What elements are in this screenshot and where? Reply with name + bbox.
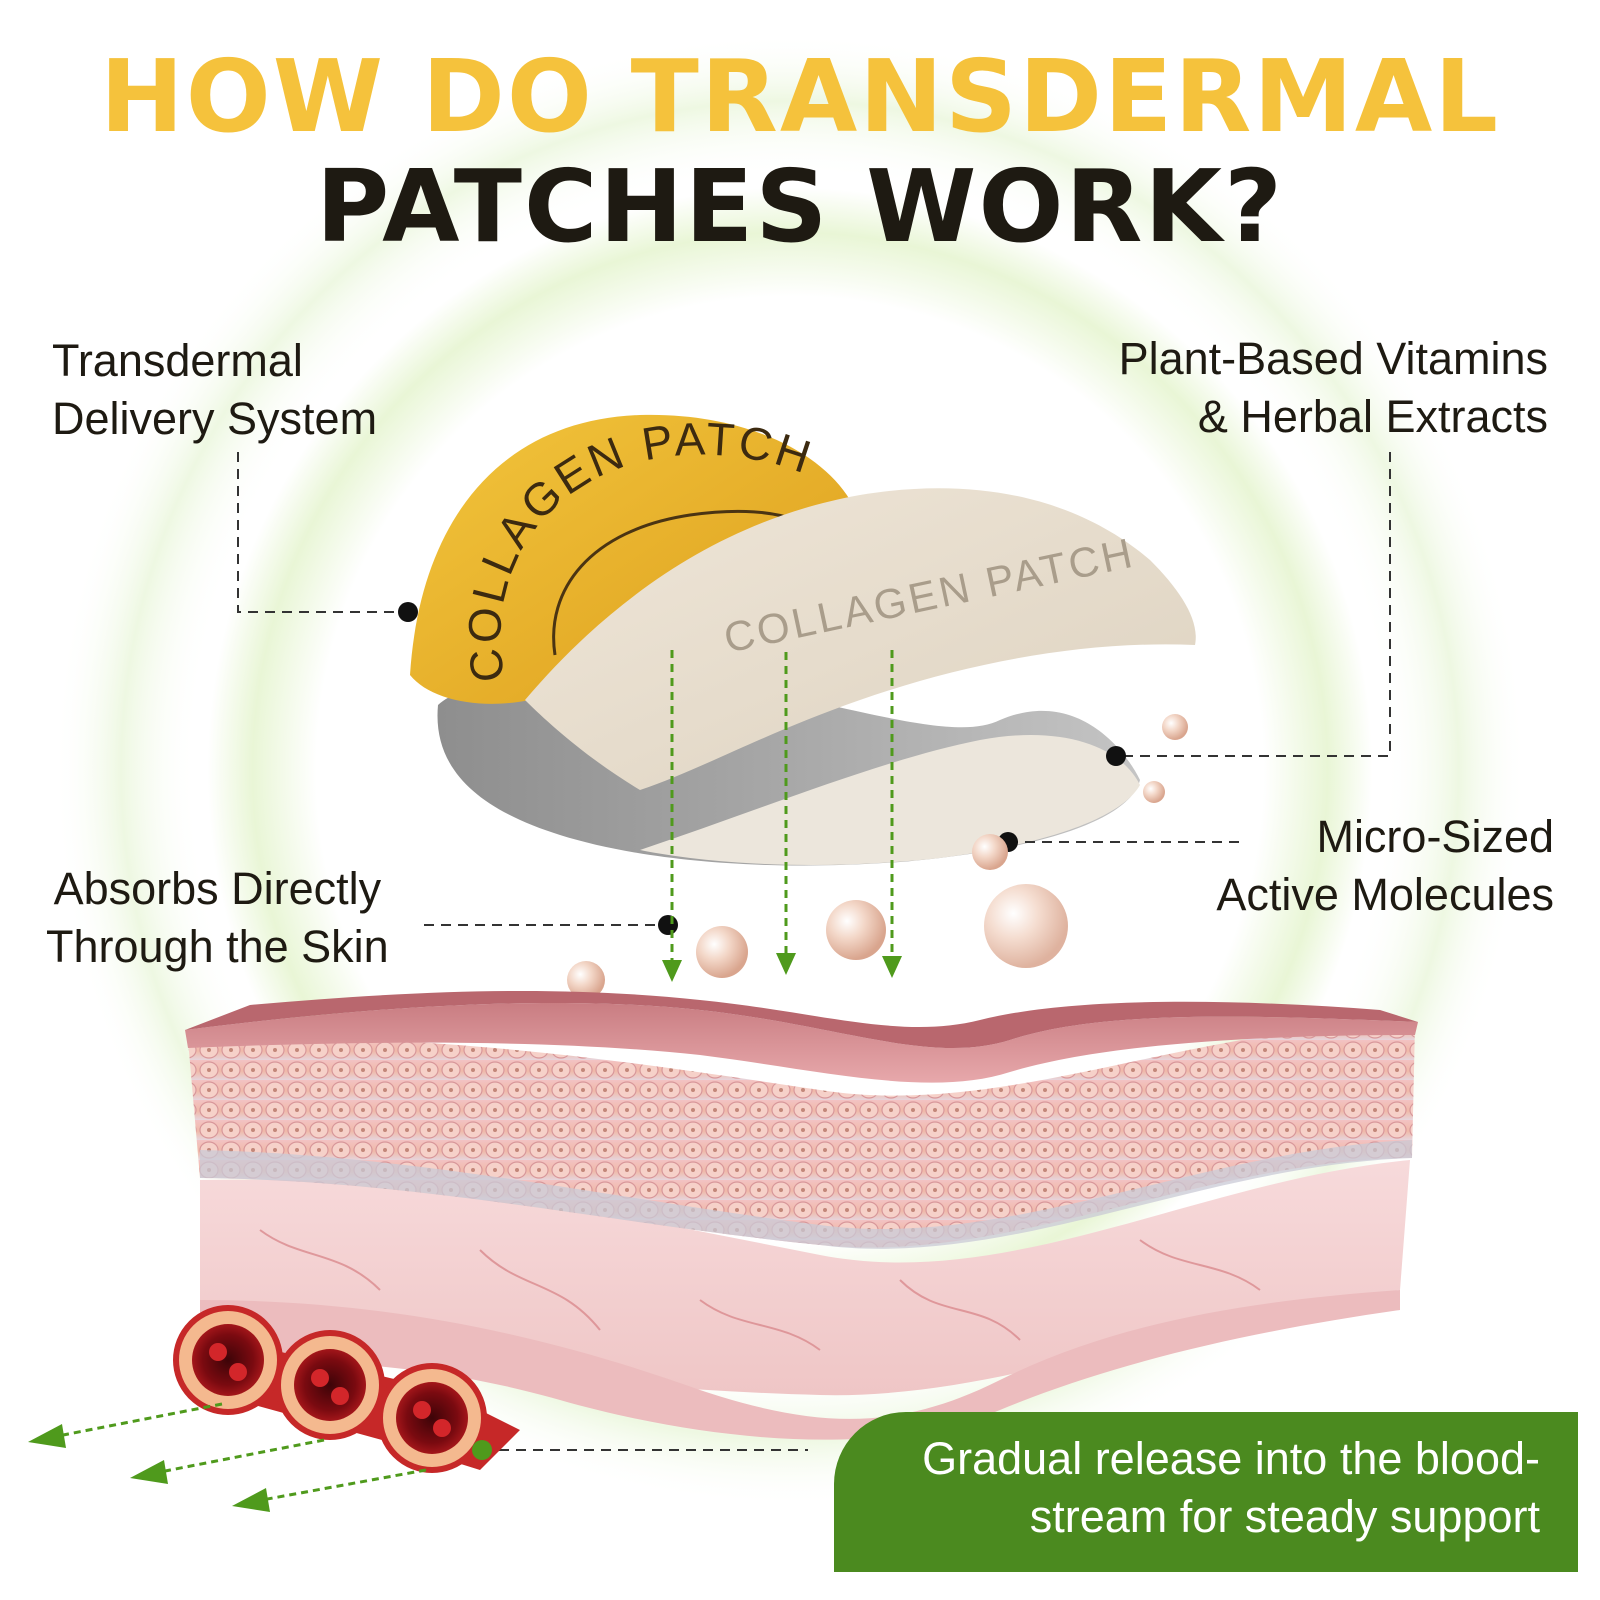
molecule-bubble	[567, 961, 605, 999]
molecules	[567, 714, 1188, 999]
molecule-bubble	[972, 834, 1008, 870]
skin-capillaries	[259, 1229, 1261, 1351]
vessel-cross-section	[275, 1330, 385, 1440]
headline-line-2: PATCHES WORK?	[316, 148, 1284, 265]
bloodstream-arrows	[57, 1402, 427, 1502]
out-arrowhead-1	[28, 1424, 66, 1448]
dot-delivery-system	[398, 602, 418, 622]
dot-ingredients	[1106, 746, 1126, 766]
collagen-patch: COLLAGEN PATCH COLLAGEN PATCH	[410, 412, 1196, 866]
headline-line-1: HOW DO TRANSDERMAL	[100, 38, 1500, 155]
capillary	[899, 1279, 1021, 1341]
bloodstream-banner-text: Gradual release into the blood- stream f…	[922, 1430, 1540, 1546]
molecule-bubble	[696, 926, 748, 978]
absorption-arrowheads	[662, 953, 902, 982]
capillary	[259, 1229, 381, 1291]
bloodstream-banner: Gradual release into the blood- stream f…	[834, 1412, 1578, 1572]
out-arrow-shaft-3	[261, 1468, 427, 1502]
callout-molecules-line-2: Active Molecules	[1216, 869, 1554, 920]
callout-delivery-system-line-2: Delivery System	[52, 393, 378, 444]
callout-absorption-line-1: Absorbs Directly	[53, 863, 382, 914]
vessel-cross-section	[173, 1305, 283, 1415]
molecule-bubble	[1143, 781, 1165, 803]
dot-bloodstream	[472, 1440, 492, 1460]
callout-molecules-line-1: Micro-Sized	[1316, 811, 1554, 862]
bloodstream-arrowheads	[28, 1424, 270, 1512]
arrowhead-2	[776, 953, 796, 975]
callout-ingredients-line-2: & Herbal Extracts	[1197, 391, 1548, 442]
skin-surface-sheen	[185, 990, 1418, 1049]
capillary	[1139, 1239, 1261, 1291]
molecule-bubble	[1162, 714, 1188, 740]
arrowhead-3	[882, 956, 902, 978]
arrowhead-1	[662, 960, 682, 982]
out-arrowhead-2	[130, 1460, 168, 1484]
capillary	[479, 1249, 601, 1331]
callout-absorption: Absorbs Directly Through the Skin	[46, 860, 389, 976]
callout-ingredients: Plant-Based Vitamins & Herbal Extracts	[1119, 330, 1548, 446]
molecule-bubble	[826, 900, 886, 960]
out-arrow-shaft-2	[159, 1438, 325, 1474]
out-arrowhead-3	[232, 1488, 270, 1512]
callout-absorption-line-2: Through the Skin	[46, 921, 389, 972]
patch-cream-layer	[525, 488, 1196, 790]
molecule-bubble	[984, 884, 1068, 968]
out-arrow-shaft-1	[57, 1402, 223, 1438]
patch-gold-front	[410, 414, 850, 704]
patch-lower-layer	[640, 735, 1140, 865]
skin-basal-layer	[200, 1140, 1412, 1249]
dot-absorption	[658, 915, 678, 935]
leader-delivery-system	[237, 452, 408, 613]
callout-delivery-system: Transdermal Delivery System	[52, 332, 377, 448]
skin-surface	[185, 1002, 1418, 1083]
vessel-cross-section	[377, 1363, 487, 1473]
patch-gold-inner-ring	[552, 509, 796, 656]
skin-cross-section	[185, 990, 1418, 1440]
absorption-arrows	[670, 650, 894, 962]
callout-molecules: Micro-Sized Active Molecules	[1216, 808, 1554, 924]
callout-delivery-system-line-1: Transdermal	[52, 335, 303, 386]
capillary	[699, 1299, 821, 1351]
bloodstream-banner-line-1: Gradual release into the blood-	[922, 1433, 1540, 1484]
blood-vessels	[173, 1305, 520, 1473]
bloodstream-banner-line-2: stream for steady support	[1029, 1491, 1540, 1542]
leader-lines	[237, 452, 1391, 1451]
callout-ingredients-line-1: Plant-Based Vitamins	[1118, 333, 1548, 384]
